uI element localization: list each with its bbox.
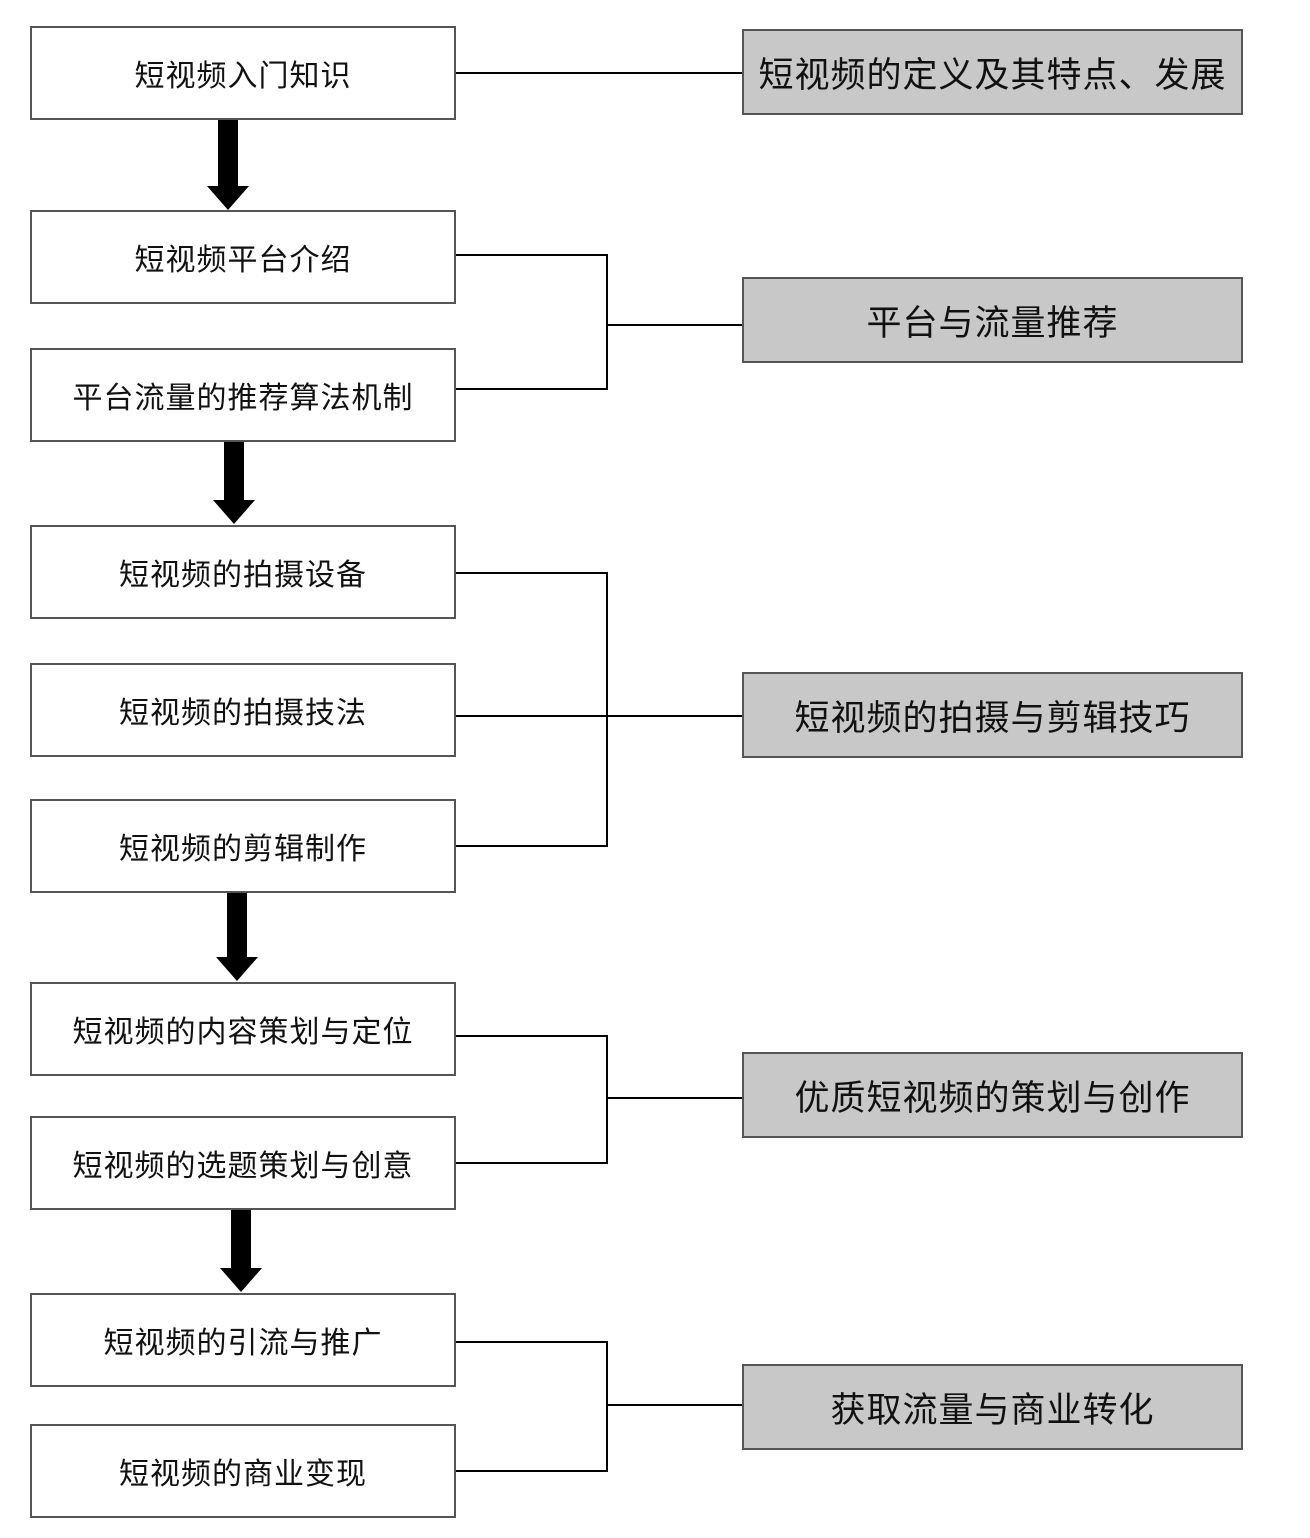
topic-label: 短视频入门知识: [134, 59, 352, 94]
module-box: 短视频的拍摄与剪辑技巧: [742, 672, 1243, 758]
module-label: 平台与流量推荐: [866, 303, 1119, 344]
down-arrow-icon: [220, 1210, 262, 1292]
module-label: 获取流量与商业转化: [830, 1390, 1155, 1431]
topic-label: 短视频的内容策划与定位: [72, 1015, 414, 1050]
topic-box: 短视频的拍摄技法: [30, 663, 456, 757]
topic-box: 短视频的拍摄设备: [30, 525, 456, 619]
down-arrow-icon: [207, 120, 249, 210]
topic-box: 平台流量的推荐算法机制: [30, 348, 456, 442]
module-box: 平台与流量推荐: [742, 277, 1243, 363]
topic-label: 平台流量的推荐算法机制: [72, 381, 414, 416]
module-box: 获取流量与商业转化: [742, 1364, 1243, 1450]
down-arrow-icon: [216, 893, 258, 981]
topic-box: 短视频的商业变现: [30, 1424, 456, 1518]
topic-label: 短视频的商业变现: [119, 1457, 367, 1492]
topic-box: 短视频的内容策划与定位: [30, 982, 456, 1076]
down-arrow-icon: [213, 442, 255, 524]
topic-label: 短视频的引流与推广: [103, 1326, 383, 1361]
module-label: 优质短视频的策划与创作: [794, 1078, 1191, 1119]
module-box: 优质短视频的策划与创作: [742, 1052, 1243, 1138]
topic-box: 短视频平台介绍: [30, 210, 456, 304]
topic-box: 短视频的剪辑制作: [30, 799, 456, 893]
module-box: 短视频的定义及其特点、发展: [742, 29, 1243, 115]
module-label: 短视频的定义及其特点、发展: [758, 55, 1227, 96]
topic-label: 短视频的拍摄技法: [119, 696, 367, 731]
topic-label: 短视频的选题策划与创意: [72, 1149, 414, 1184]
module-label: 短视频的拍摄与剪辑技巧: [794, 698, 1191, 739]
topic-box: 短视频的引流与推广: [30, 1293, 456, 1387]
topic-label: 短视频平台介绍: [134, 243, 352, 278]
topic-box: 短视频入门知识: [30, 26, 456, 120]
topic-label: 短视频的拍摄设备: [119, 558, 367, 593]
topic-label: 短视频的剪辑制作: [119, 832, 367, 867]
topic-box: 短视频的选题策划与创意: [30, 1116, 456, 1210]
